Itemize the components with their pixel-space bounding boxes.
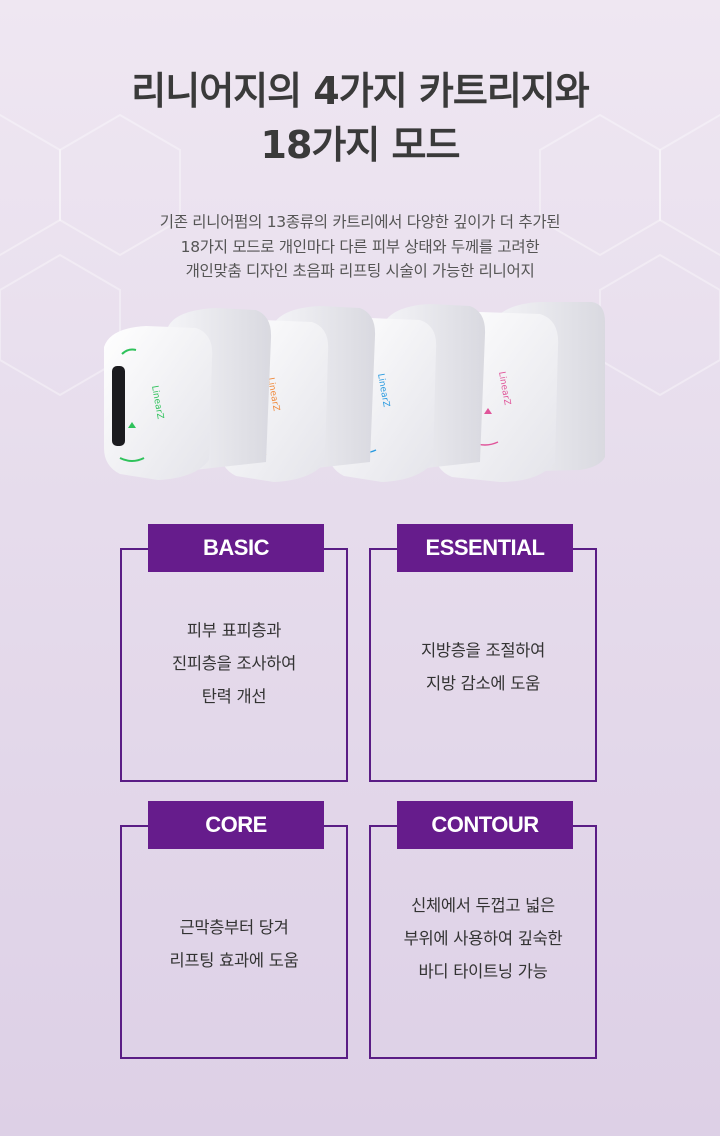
mode-card-contour: CONTOUR 신체에서 두껍고 넓은 부위에 사용하여 깊숙한 바디 타이트닝… bbox=[369, 801, 597, 1059]
basic-line-3: 탄력 개선 bbox=[201, 687, 267, 706]
core-line-2: 리프팅 효과에 도움 bbox=[169, 951, 299, 970]
description-line-1: 기존 리니어펌의 13종류의 카트리에서 다양한 깊이가 더 추가된 bbox=[159, 213, 561, 231]
mode-label-basic: BASIC bbox=[148, 524, 324, 572]
mode-description-basic: 피부 표피층과 진피층을 조사하여 탄력 개선 bbox=[122, 614, 346, 713]
mode-description-core: 근막층부터 당겨 리프팅 효과에 도움 bbox=[122, 911, 346, 977]
mode-label-contour: CONTOUR bbox=[397, 801, 573, 849]
basic-line-1: 피부 표피층과 bbox=[186, 621, 282, 640]
title-line-2: 18가지 모드 bbox=[260, 123, 461, 167]
basic-line-2: 진피층을 조사하여 bbox=[172, 654, 296, 673]
mode-label-essential: ESSENTIAL bbox=[397, 524, 573, 572]
cartridge-devices-image: LinearZ LinearZ LinearZ LinearZ bbox=[104, 302, 605, 482]
description-line-3: 개인맞춤 디자인 초음파 리프팅 시술이 가능한 리니어지 bbox=[185, 262, 535, 280]
description-line-2: 18가지 모드로 개인마다 다른 피부 상태와 두께를 고려한 bbox=[180, 237, 540, 256]
core-line-1: 근막층부터 당겨 bbox=[179, 918, 289, 937]
contour-line-3: 바디 타이트닝 가능 bbox=[418, 962, 548, 981]
essential-line-2: 지방 감소에 도움 bbox=[425, 674, 541, 693]
mode-card-essential: ESSENTIAL 지방층을 조절하여 지방 감소에 도움 bbox=[369, 524, 597, 782]
mode-card-basic: BASIC 피부 표피층과 진피층을 조사하여 탄력 개선 bbox=[120, 524, 348, 782]
contour-line-1: 신체에서 두껍고 넓은 bbox=[411, 896, 555, 915]
description: 기존 리니어펌의 13종류의 카트리에서 다양한 깊이가 더 추가된 18가지 … bbox=[0, 210, 720, 284]
mode-card-core: CORE 근막층부터 당겨 리프팅 효과에 도움 bbox=[120, 801, 348, 1059]
essential-line-1: 지방층을 조절하여 bbox=[421, 641, 545, 660]
title-line-1: 리니어지의 4가지 카트리지와 bbox=[131, 69, 589, 113]
contour-line-2: 부위에 사용하여 깊숙한 bbox=[403, 929, 563, 948]
mode-description-contour: 신체에서 두껍고 넓은 부위에 사용하여 깊숙한 바디 타이트닝 가능 bbox=[371, 889, 595, 988]
cartridge-1: LinearZ bbox=[104, 308, 272, 480]
page-title: 리니어지의 4가지 카트리지와 18가지 모드 bbox=[0, 64, 720, 172]
mode-label-core: CORE bbox=[148, 801, 324, 849]
mode-description-essential: 지방층을 조절하여 지방 감소에 도움 bbox=[371, 634, 595, 700]
